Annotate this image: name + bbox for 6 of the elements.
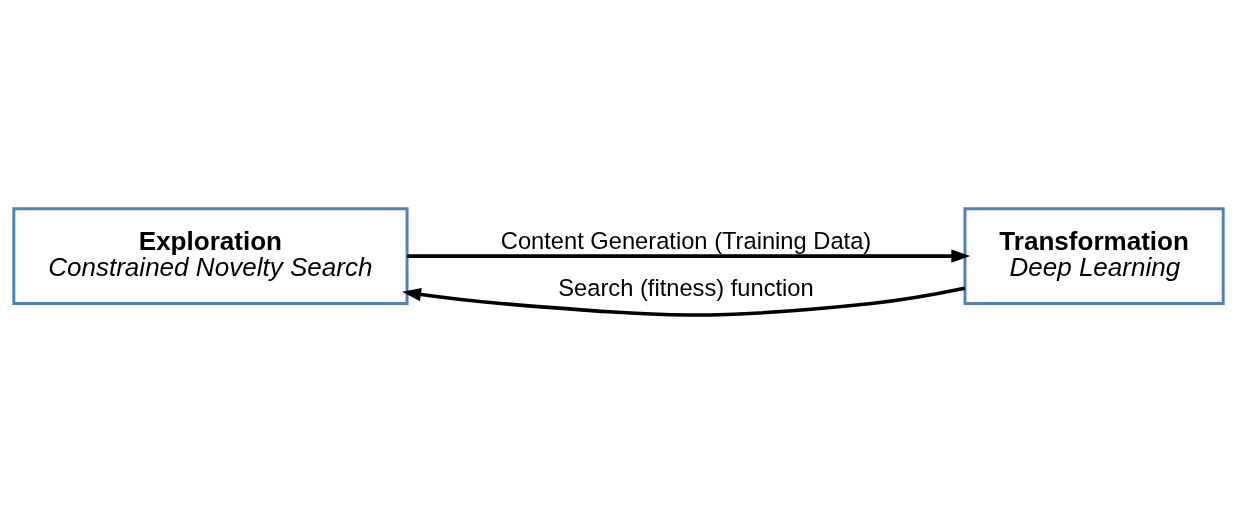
- node-box: Exploration Constrained Novelty Search: [12, 207, 409, 305]
- arrow: [407, 249, 971, 263]
- arrow: [402, 286, 966, 317]
- node-box: Transformation Deep Learning: [963, 207, 1225, 305]
- edge-label: Search (fitness) function: [558, 275, 814, 302]
- edge-label: Content Generation (Training Data): [500, 228, 872, 255]
